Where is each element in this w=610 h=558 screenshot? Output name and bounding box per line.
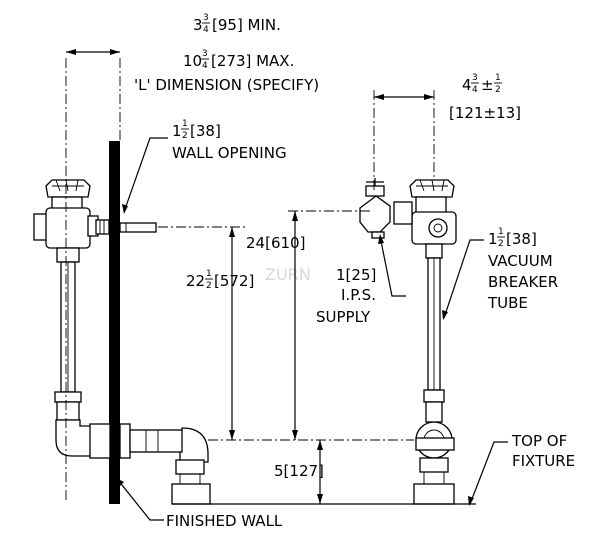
spud-assembly: [119, 423, 211, 505]
svg-text:1: 1: [488, 230, 498, 248]
svg-text:[273] MAX.: [273] MAX.: [211, 52, 294, 70]
left-flush-valve: [33, 179, 157, 459]
svg-text:1: 1: [182, 119, 188, 129]
wall-opening-leader: [123, 137, 168, 213]
vb-line3: TUBE: [487, 294, 528, 312]
l-dim-min-text: 3 3 4 [95] MIN.: [193, 13, 281, 35]
offset-dimension-line: [374, 94, 434, 100]
svg-text:4: 4: [472, 85, 478, 95]
finished-wall: [109, 141, 120, 504]
height-5-label: 5[127]: [274, 462, 324, 480]
svg-text:1: 1: [498, 227, 504, 237]
svg-text:[572]: [572]: [214, 272, 254, 290]
svg-text:2: 2: [206, 281, 212, 291]
svg-text:4: 4: [462, 76, 472, 94]
dim-24-line: [292, 211, 298, 440]
finished-wall-leader: [117, 479, 164, 521]
svg-text:3: 3: [203, 13, 209, 23]
vb-line1: VACUUM: [488, 252, 553, 270]
watermark: ZURN: [265, 265, 311, 284]
dim-5-line: [317, 440, 323, 504]
svg-text:1: 1: [172, 122, 182, 140]
svg-text:3: 3: [472, 73, 478, 83]
height-24-label: 24[610]: [246, 234, 305, 252]
supply-ips: I.P.S.: [341, 286, 376, 304]
top-of-fixture-2: FIXTURE: [512, 452, 575, 470]
l-dim-max-text: 10 3 4 [273] MAX.: [183, 49, 294, 71]
vacuum-breaker-leader: [443, 239, 484, 319]
supply-size: 1[25]: [336, 266, 376, 284]
svg-text:3: 3: [193, 16, 203, 34]
svg-text:2: 2: [495, 85, 501, 95]
svg-text:4: 4: [203, 25, 209, 35]
svg-text:22: 22: [186, 272, 205, 290]
offset-metric: [121±13]: [449, 104, 521, 122]
svg-text:[95] MIN.: [95] MIN.: [212, 16, 281, 34]
wall-opening-label: WALL OPENING: [172, 144, 287, 162]
svg-text:1: 1: [206, 269, 212, 279]
svg-text:2: 2: [182, 131, 188, 141]
offset-dim-text: 4 3 4 ± 1 2: [462, 73, 502, 95]
svg-text:4: 4: [202, 61, 208, 71]
height-22-label: 22 1 2 [572]: [186, 269, 254, 291]
svg-text:2: 2: [498, 239, 504, 249]
supply-leader: [379, 235, 406, 297]
l-dim-note: 'L' DIMENSION (SPECIFY): [134, 76, 319, 94]
right-flush-valve: [359, 178, 457, 505]
svg-text:[38]: [38]: [506, 230, 537, 248]
vb-size: 1 1 2 [38]: [488, 227, 537, 249]
svg-text:±: ±: [481, 76, 494, 94]
vb-line2: BREAKER: [488, 273, 558, 291]
top-of-fixture-leader: [469, 441, 508, 505]
svg-text:3: 3: [202, 49, 208, 59]
l-dimension-line: [66, 49, 120, 55]
wall-opening-size: 1 1 2 [38]: [172, 119, 221, 141]
top-of-fixture-1: TOP OF: [511, 432, 567, 450]
svg-text:1: 1: [495, 73, 501, 83]
svg-text:[38]: [38]: [190, 122, 221, 140]
dim-22-line: [229, 227, 235, 440]
supply-label: SUPPLY: [316, 308, 371, 326]
svg-text:10: 10: [183, 52, 202, 70]
finished-wall-label: FINISHED WALL: [166, 512, 283, 530]
